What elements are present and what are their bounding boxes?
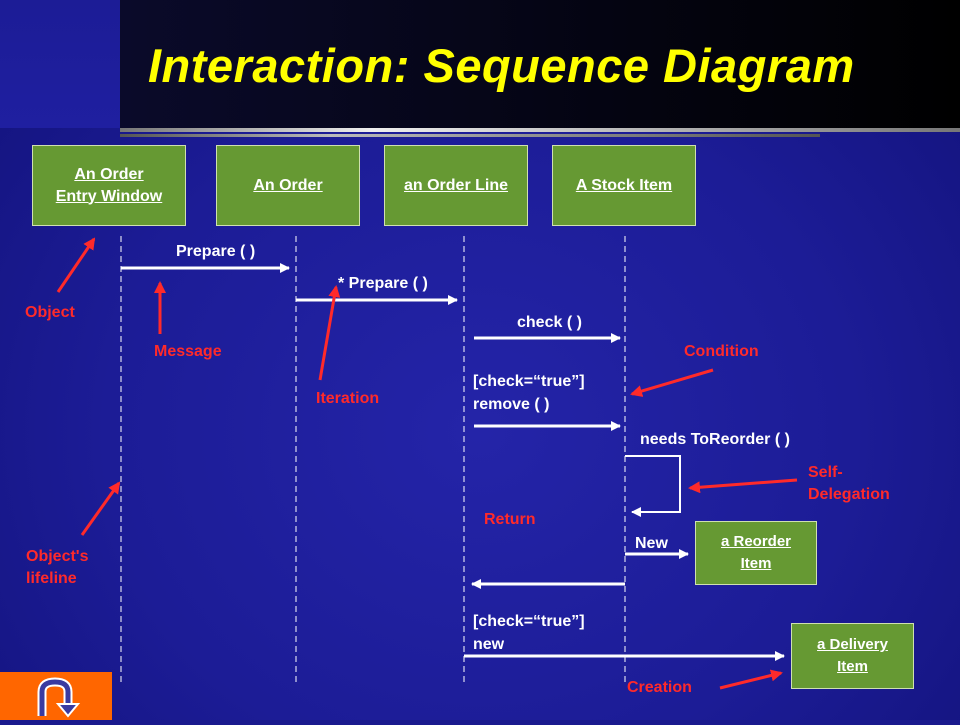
pointer-creation (719, 669, 783, 690)
message-condition-remove: [check=“true”] (473, 373, 585, 390)
message-condition-new: [check=“true”] (473, 613, 585, 630)
object-reorder-item: a Reorder Item (695, 521, 817, 585)
message-label-new-reorder: New (635, 535, 668, 552)
object-label: a Delivery Item (817, 636, 888, 675)
object-order: An Order (216, 145, 360, 226)
annotation-lifeline: Object's lifeline (26, 548, 89, 587)
message-label-needs-reorder: needs ToReorder ( ) (640, 431, 790, 448)
message-label-prepare: Prepare ( ) (176, 243, 256, 260)
title-rule (120, 128, 960, 132)
annotation-return: Return (484, 511, 536, 528)
annotation-self-delegation: Self- Delegation (808, 464, 890, 503)
object-label: An Order (253, 176, 323, 194)
object-label: A Stock Item (575, 176, 673, 194)
arrow-self-delegation (625, 455, 681, 517)
message-label-check: check ( ) (517, 314, 582, 331)
object-label: a Reorder Item (720, 533, 792, 572)
title-rule-secondary (120, 134, 820, 137)
title-bar (120, 0, 960, 128)
pointer-self-delegation (688, 478, 798, 494)
annotation-iteration: Iteration (316, 390, 380, 407)
header-left-strip (0, 0, 120, 128)
slide-title: Interaction: Sequence Diagram (148, 39, 855, 92)
message-label-iter-prepare: * Prepare ( ) (338, 275, 428, 292)
object-stock-item: A Stock Item (552, 145, 696, 226)
pointer-lifeline (80, 481, 121, 536)
annotation-creation: Creation (627, 679, 692, 696)
annotation-object: Object (25, 304, 75, 321)
home-button[interactable] (0, 672, 112, 720)
object-label: an Order Line (403, 176, 509, 194)
u-turn-arrow-icon (37, 677, 81, 718)
message-label-new-delivery: new (473, 636, 505, 653)
message-label-remove: remove ( ) (473, 396, 550, 413)
pointer-condition (630, 368, 714, 397)
pointer-object (56, 237, 96, 293)
object-order-line: an Order Line (384, 145, 528, 226)
annotation-condition: Condition (684, 343, 759, 360)
pointer-iteration (318, 285, 341, 381)
object-delivery-item: a Delivery Item (791, 623, 914, 689)
annotation-message: Message (154, 343, 222, 360)
object-label: An Order Entry Window (55, 165, 163, 205)
object-order-entry-window: An Order Entry Window (32, 145, 186, 226)
